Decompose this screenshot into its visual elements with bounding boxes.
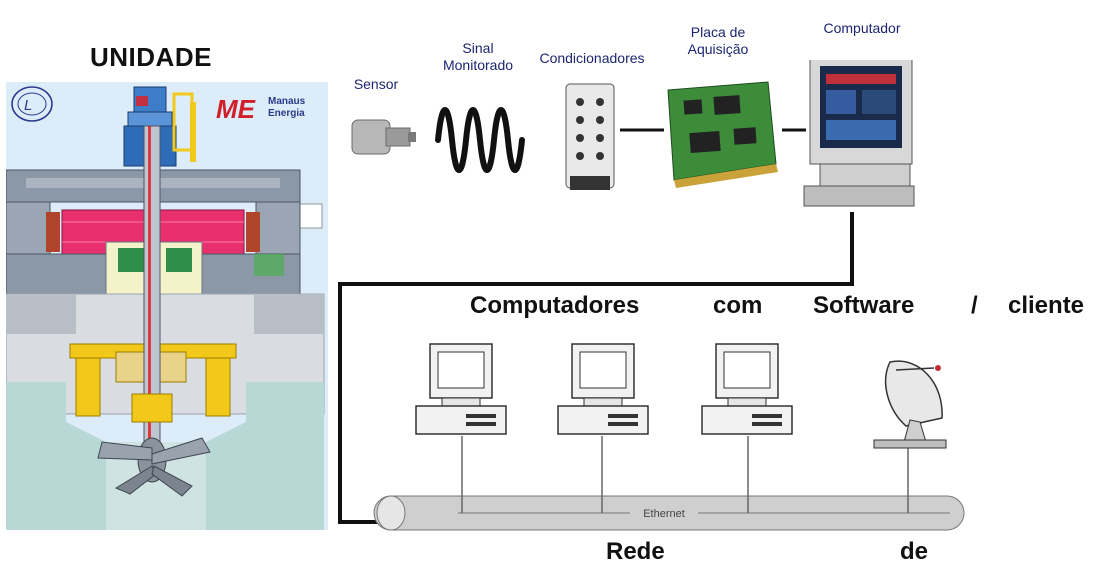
daq-board-icon xyxy=(667,81,778,188)
logo-mark: ME xyxy=(216,94,256,124)
satellite-dish-icon xyxy=(873,360,947,449)
label-computer: Computador xyxy=(823,20,901,36)
draft-tube-right xyxy=(206,382,324,530)
label-board: Placa de Aquisição xyxy=(687,24,749,57)
client-computer-icon xyxy=(557,343,649,435)
logo-line1: Manaus xyxy=(268,96,306,107)
network-heading-word: Software xyxy=(813,292,915,319)
network-footer-word: de xyxy=(900,538,929,565)
network-footer-word: Rede xyxy=(606,538,665,565)
draft-tube-left xyxy=(6,382,106,530)
ethernet-bus xyxy=(373,495,965,531)
svg-text:L: L xyxy=(24,97,32,114)
network-heading-word: / xyxy=(971,292,978,319)
acquisition-chain xyxy=(351,60,915,207)
network-heading-word: com xyxy=(713,292,763,319)
network-heading-word: Computadores xyxy=(470,292,640,319)
turbine-bearing xyxy=(131,393,173,423)
hydro-unit-illustration: L ME Manaus Energia xyxy=(6,82,328,530)
main-computer-icon xyxy=(803,60,915,207)
manaus-energia-logo: ME Manaus Energia xyxy=(216,94,306,124)
sensor-icon xyxy=(351,119,416,155)
network-heading-word: cliente xyxy=(1008,292,1085,319)
network-diagram: Ethernet xyxy=(338,212,965,531)
client-computer-icon xyxy=(415,343,507,435)
conditioner-module-icon xyxy=(565,83,615,190)
label-signal: Sinal Monitorado xyxy=(442,40,514,73)
label-sensor: Sensor xyxy=(353,76,399,92)
signal-wave-icon xyxy=(435,107,525,173)
client-computer-icon xyxy=(701,343,793,435)
logo-line2: Energia xyxy=(268,108,305,119)
unit-title: UNIDADE xyxy=(90,42,212,72)
label-conditioners: Condicionadores xyxy=(539,50,645,66)
lfp-logo: L xyxy=(11,86,53,122)
kaplan-runner xyxy=(97,437,211,497)
ethernet-label: Ethernet xyxy=(643,508,685,520)
